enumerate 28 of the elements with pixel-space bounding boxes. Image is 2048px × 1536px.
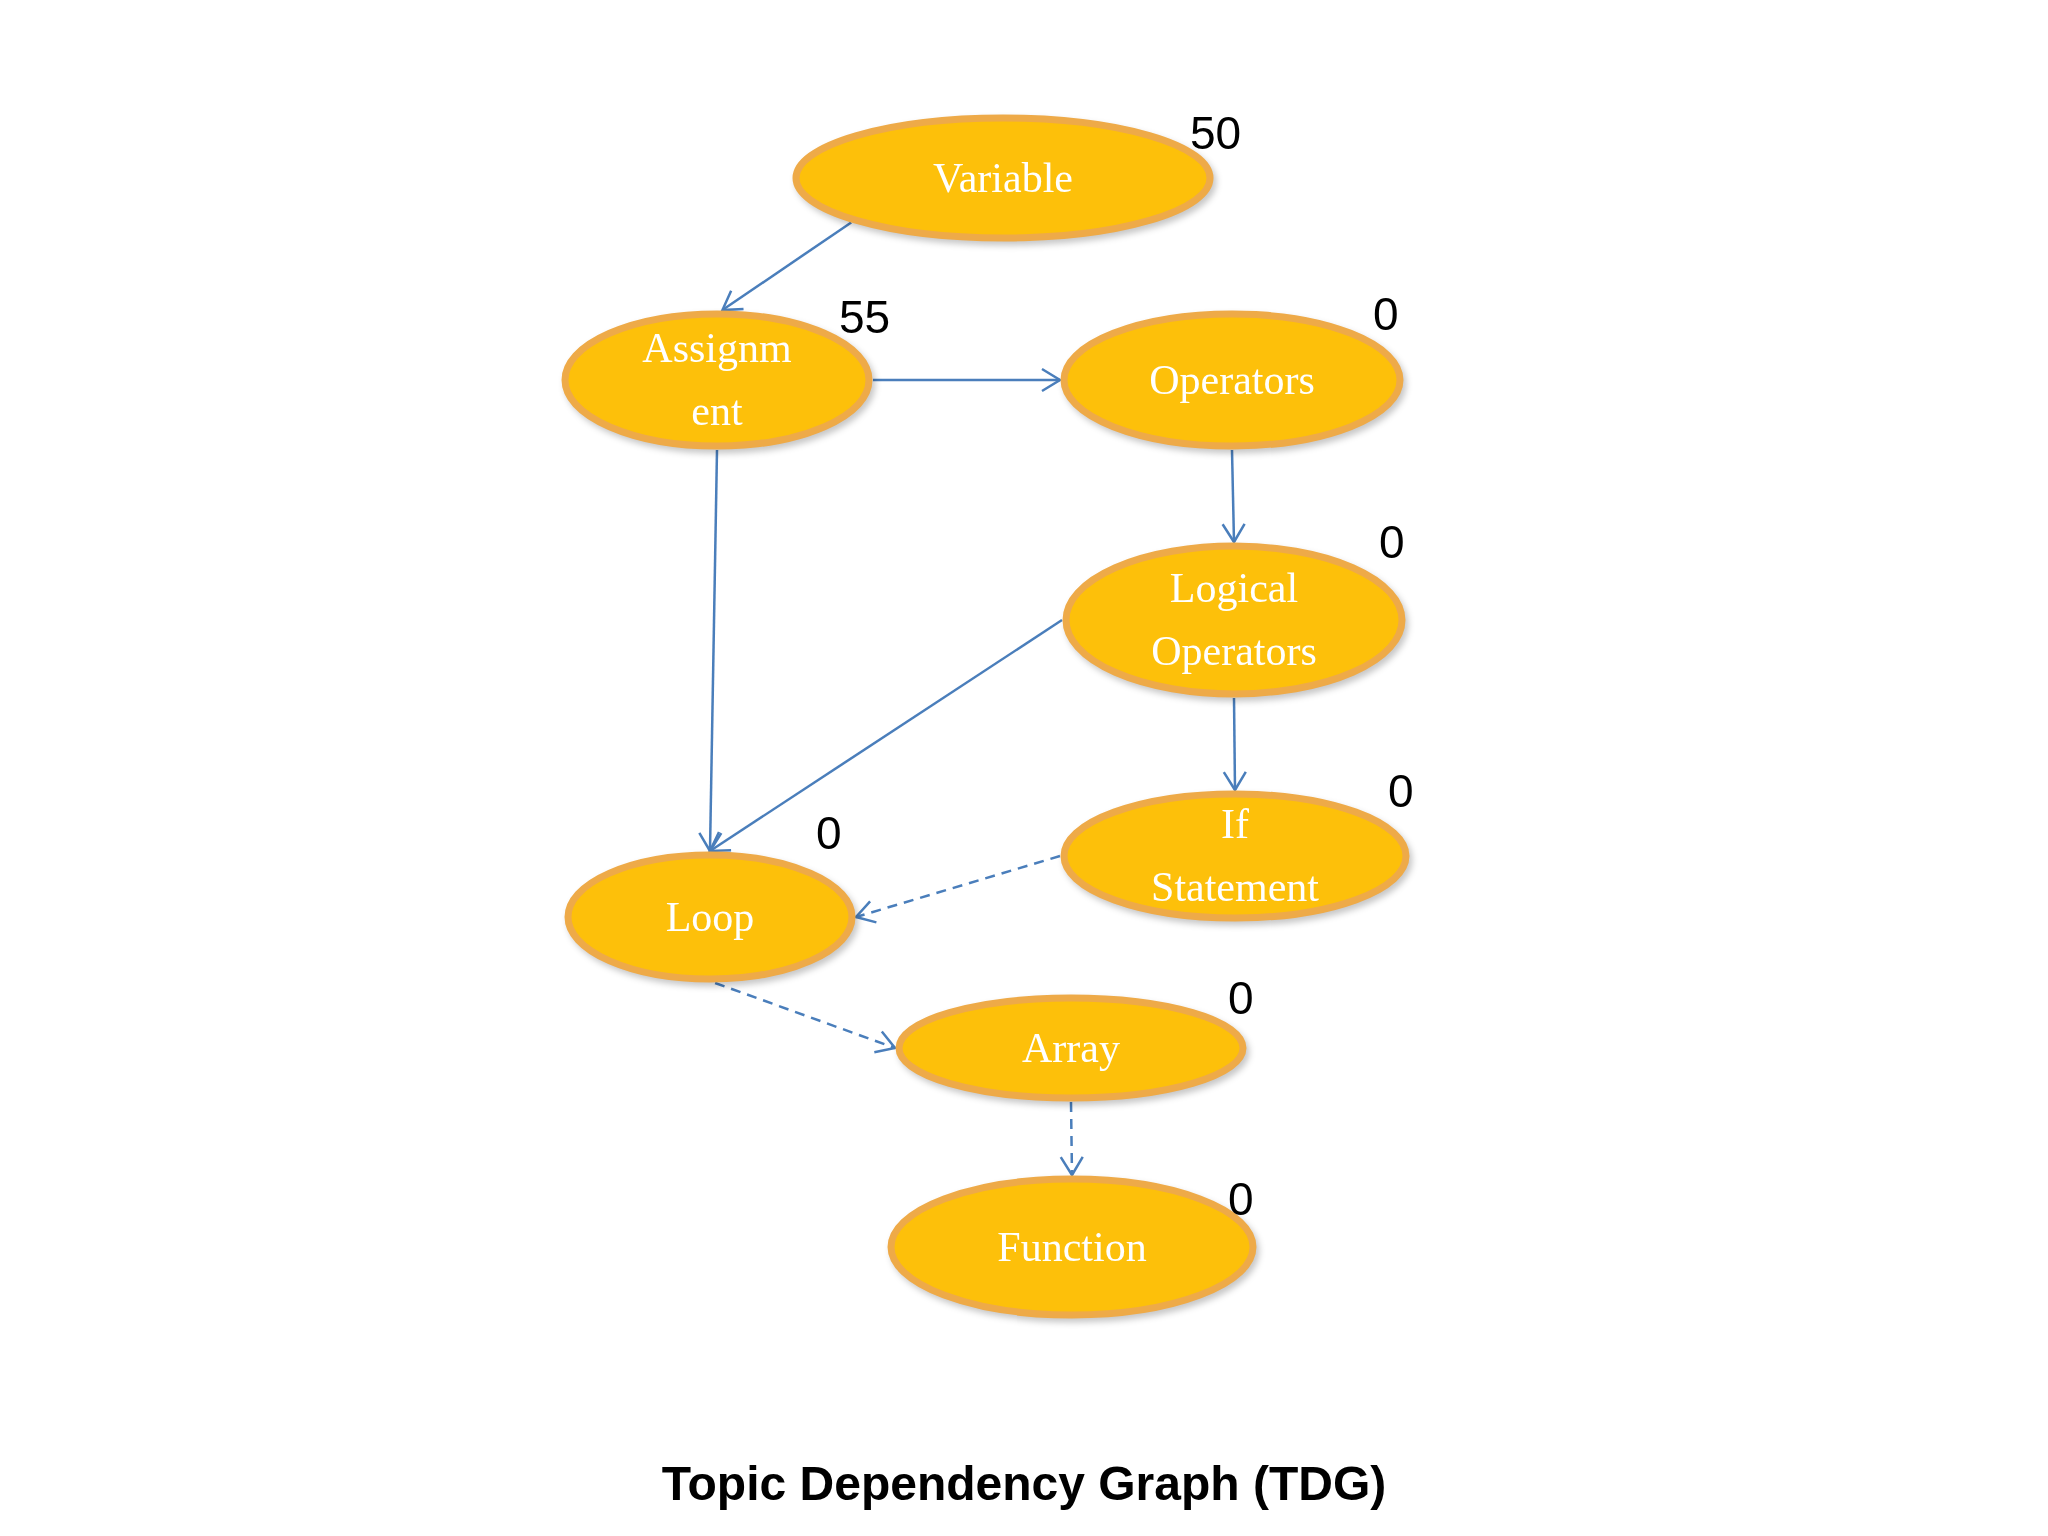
arrow [708,618,1063,853]
dashed-arrow [714,981,897,1054]
count-number: 0 [1228,1176,1254,1222]
topic-label: Function [997,1222,1147,1272]
arrow [1221,449,1246,544]
count-number: 0 [816,810,842,856]
topic-ellipse [887,1175,1257,1319]
dashed-arrow [854,854,1061,924]
count-number: 0 [1379,519,1405,565]
arrow [721,221,852,312]
arrow [698,449,723,853]
count-number: 0 [1228,975,1254,1021]
arrow [873,367,1062,393]
caption: Topic Dependency Graph (TDG) [661,1456,1387,1512]
topic-label: If Statement [1151,800,1319,912]
arrow [1222,698,1248,792]
topic-label: Assignm ent [642,324,792,436]
topic-label: Array [1022,1023,1120,1073]
dashed-arrow [1059,1102,1084,1177]
topic-label: Loop [665,892,755,942]
topic-ellipse [564,851,856,983]
topic-label: Operators [1149,355,1315,405]
topic-label: Logical Operators [1151,564,1317,676]
count-number: 0 [1388,768,1414,814]
count-number: 0 [1373,291,1399,337]
count-number: 50 [1190,110,1242,156]
topic-label: Variable [933,153,1073,203]
count-number: 55 [839,294,891,340]
